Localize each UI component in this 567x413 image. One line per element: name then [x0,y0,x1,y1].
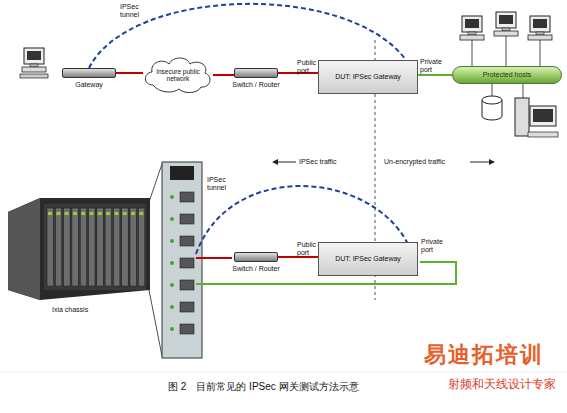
annotation: Public port [297,59,317,75]
network-cloud: Insecure public network [143,55,213,95]
annotation: Private port [420,58,446,74]
annotation: Private port [421,238,447,254]
network-link [278,256,318,258]
annotation: IPSec traffic [299,158,369,166]
network-link [213,74,234,76]
node-text: Protected hosts [483,71,532,79]
node-text: DUT: IPSec Gateway [335,255,401,263]
load-module-card [162,162,202,358]
host-computers [460,12,552,68]
watermark-line [0,372,567,373]
dut-box: DUT: IPSec Gateway [318,60,418,94]
node-text: Switch / Router [232,265,279,273]
network-link [418,74,452,76]
node-text: Switch / Router [232,81,279,89]
host-segment: Protected hosts [452,66,562,84]
network-device: Switch / Router [234,252,278,262]
node-text: DUT: IPSec Gateway [335,73,401,81]
network-device: Gateway [62,68,116,78]
ipsec-tunnel [89,4,406,68]
ixia-chassis [8,198,150,300]
connectors [89,4,452,257]
node-text: Insecure public network [155,68,201,83]
node-text: Gateway [75,81,103,89]
network-device: Switch / Router [234,68,278,78]
watermark: 射频和天线设计专家 [448,378,566,392]
edge-label: IPSec tunnel [119,3,149,19]
network-link [116,72,143,74]
bottom-links [196,186,456,284]
annotation: Ixia chassis [52,306,122,314]
left-computer [20,48,48,78]
watermark: 易迪拓培训 [424,342,564,367]
annotation: Un-encrypted traffic [384,158,468,166]
annotation: Public port [297,241,317,257]
annotation: IPSec tunnel [206,176,236,192]
dut-box: DUT: IPSec Gateway [318,242,418,276]
zoom-lines [148,164,162,356]
caption: 图 2 目前常见的 IPSec 网关测试方法示意 [168,381,359,393]
server [515,84,558,137]
database [482,84,502,120]
